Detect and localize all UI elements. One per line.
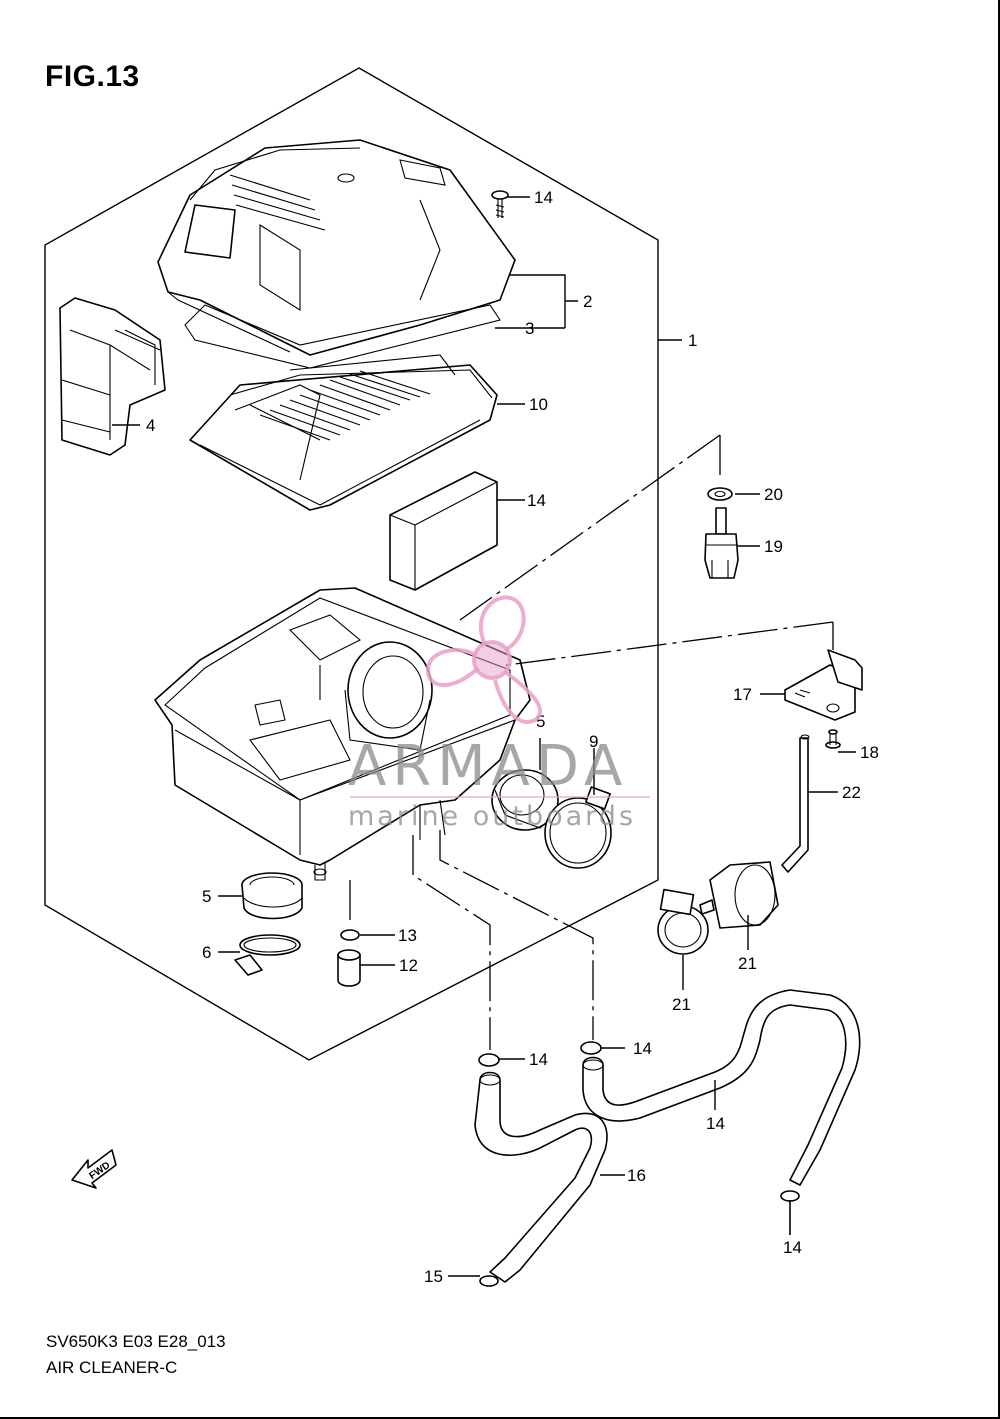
- callout-21: 21: [672, 995, 691, 1014]
- guide-line: [499, 621, 834, 667]
- clamp-lower: [234, 934, 301, 976]
- guide-line: [439, 830, 594, 1040]
- hose-clip-1: [478, 1053, 500, 1067]
- intake-boot-lower: [241, 872, 303, 920]
- callout-22: 22: [842, 783, 861, 802]
- tapping-screw: [825, 729, 841, 749]
- section-name: AIR CLEANER-C: [46, 1358, 178, 1377]
- callout-16: 17: [733, 685, 752, 704]
- guide-line: [459, 434, 721, 621]
- callout-7: 9: [589, 732, 598, 751]
- callout-8: 10: [529, 395, 548, 414]
- callout-13: 14: [706, 1114, 725, 1133]
- callout-14-a: 14: [529, 1050, 548, 1069]
- guide-line: [412, 835, 491, 1050]
- foam-pad: [389, 471, 498, 591]
- callout-2: 2: [583, 292, 592, 311]
- hose-clip-4: [479, 1275, 499, 1287]
- forward-direction-arrow: FWD: [71, 1149, 117, 1189]
- callout-14-b: 14: [633, 1039, 652, 1058]
- callout-labels: 14 2 3 1 10 4 14 20 19 17 18 22 5 9 5 6 …: [146, 188, 879, 1286]
- callout-3: 3: [525, 319, 534, 338]
- watermark-tagline: marine outboards: [348, 801, 636, 832]
- intake-duct: [59, 297, 166, 456]
- callout-17: 18: [860, 743, 879, 762]
- watermark-logo: [426, 595, 543, 724]
- vent-hose: [781, 737, 809, 873]
- callout-12: 14: [527, 491, 546, 510]
- watermark-brand: ARMADA: [348, 734, 628, 799]
- callout-20: 21: [738, 954, 757, 973]
- callout-6: 6: [202, 943, 211, 962]
- watermark: ARMADA marine outboards: [348, 595, 650, 832]
- drain-clip: [340, 929, 360, 941]
- hose-clamp: [657, 888, 709, 955]
- callout-5-upper: 5: [536, 712, 545, 731]
- screw: [491, 190, 509, 218]
- mounting-bracket: [784, 649, 863, 721]
- hose-clip-3: [780, 1190, 800, 1202]
- washer: [707, 487, 733, 501]
- assembly-outline: [44, 67, 659, 1061]
- callout-11: 13: [398, 926, 417, 945]
- callout-9: 14: [534, 188, 553, 207]
- callout-10: 12: [399, 956, 418, 975]
- drain-hose-short: [474, 1071, 608, 1283]
- drain-cap: [337, 949, 361, 987]
- callout-4: 4: [146, 416, 155, 435]
- clamp-upper: [544, 786, 612, 869]
- cap-gasket: [184, 304, 501, 369]
- callout-18: 19: [764, 537, 783, 556]
- leader-lines: [112, 196, 856, 1277]
- callout-1: 1: [688, 331, 697, 350]
- model-code: SV650K3 E03 E28_013: [46, 1332, 226, 1351]
- figure-title: FIG.13: [45, 60, 140, 93]
- drain-hose-long: [582, 989, 861, 1186]
- intake-temp-sensor: [704, 507, 739, 579]
- air-filter-element: [189, 354, 498, 511]
- air-cleaner-cap: [157, 139, 516, 356]
- callout-15: 16: [627, 1166, 646, 1185]
- hose-clip-2: [580, 1041, 602, 1055]
- check-valve: [699, 861, 779, 929]
- callout-5-lower: 5: [202, 887, 211, 906]
- callout-14-c: 14: [783, 1238, 802, 1257]
- callout-19: 20: [764, 485, 783, 504]
- callout-14-d: 15: [424, 1267, 443, 1286]
